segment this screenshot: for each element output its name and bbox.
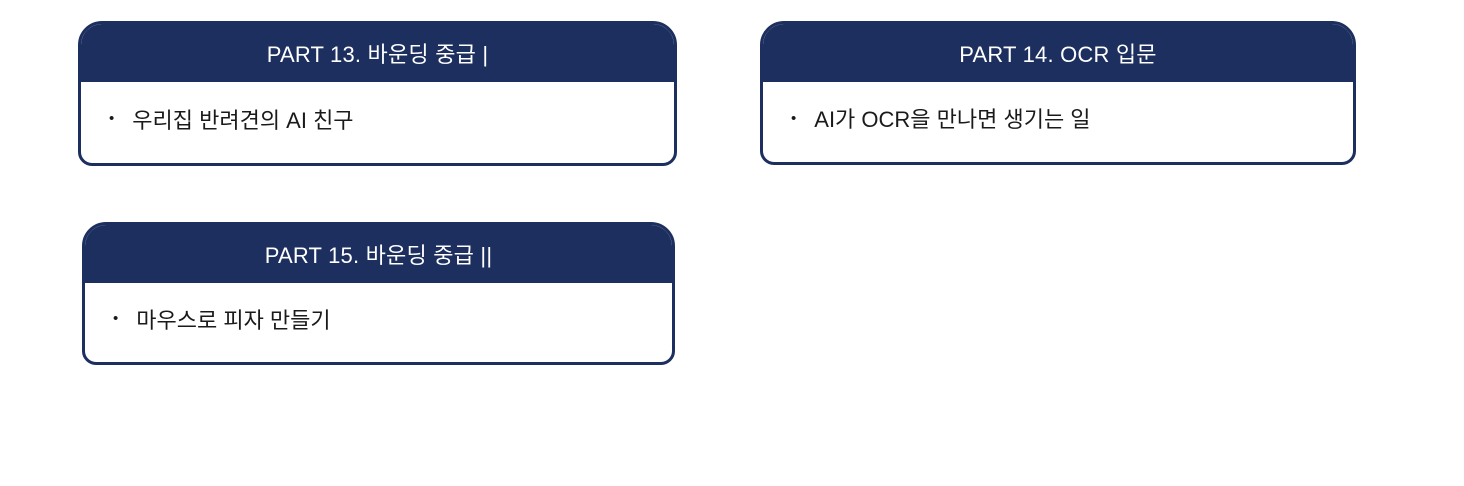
bullet-icon: • (109, 110, 115, 127)
card-title: PART 14. OCR 입문 (959, 42, 1157, 67)
card-item-text: AI가 OCR을 만나면 생기는 일 (814, 107, 1091, 132)
card-title: PART 13. 바운딩 중급 | (266, 42, 489, 67)
card-header: PART 14. OCR 입문 (763, 24, 1353, 82)
course-card-part-15: PART 15. 바운딩 중급 || • 마우스로 피자 만들기 (82, 222, 675, 365)
card-header: PART 13. 바운딩 중급 | (81, 24, 674, 82)
card-item-text: 마우스로 피자 만들기 (136, 307, 331, 333)
card-body: • 마우스로 피자 만들기 (85, 283, 672, 362)
course-card-part-13: PART 13. 바운딩 중급 | • 우리집 반려견의 AI 친구 (78, 21, 677, 166)
card-body: • 우리집 반려견의 AI 친구 (81, 82, 674, 163)
card-item-text: 우리집 반려견의 AI 친구 (132, 107, 354, 133)
bullet-icon: • (113, 310, 119, 327)
course-card-part-14: PART 14. OCR 입문 • AI가 OCR을 만나면 생기는 일 (760, 21, 1356, 165)
bullet-icon: • (791, 109, 797, 127)
card-body: • AI가 OCR을 만나면 생기는 일 (763, 82, 1353, 162)
card-title: PART 15. 바운딩 중급 || (264, 243, 493, 268)
card-header: PART 15. 바운딩 중급 || (85, 225, 672, 283)
